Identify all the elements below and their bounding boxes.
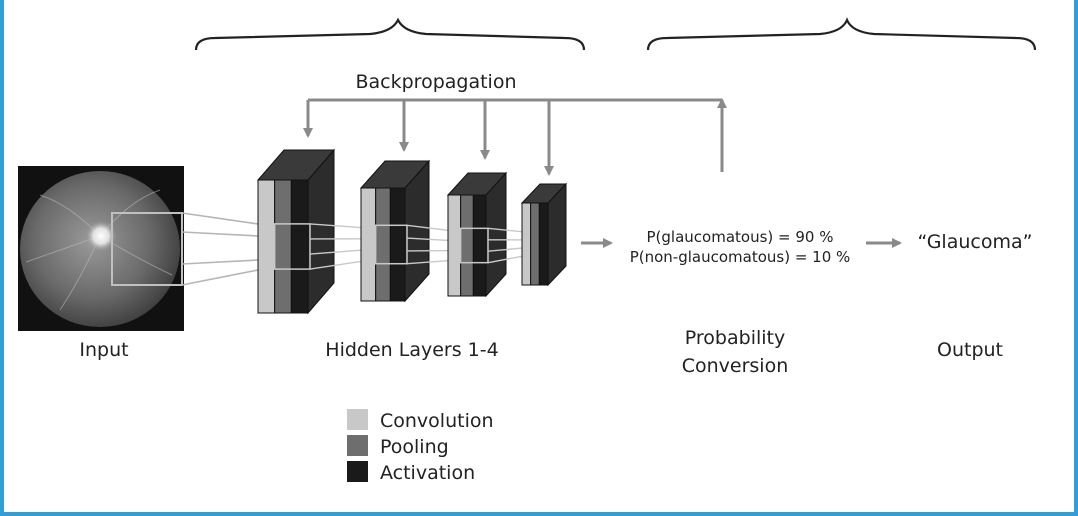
layer-activation-stripe — [389, 187, 406, 302]
prob-non-glaucomatous: P(non-glaucomatous) = 10 % — [630, 248, 851, 266]
layer-convolution-stripe — [521, 202, 532, 286]
legend-label-activation: Activation — [380, 462, 475, 484]
hidden-layer-4 — [520, 182, 568, 287]
label-probability-line2: Conversion — [682, 355, 789, 377]
legend-swatch-pooling — [347, 435, 368, 456]
layer-convolution-stripe — [257, 179, 276, 314]
layer-crop-box — [273, 223, 311, 270]
input-image — [18, 166, 184, 331]
projection-line — [487, 255, 523, 264]
layer-pooling-stripe — [530, 202, 540, 286]
label-probability-line1: Probability — [685, 327, 785, 349]
layer-activation-stripe — [538, 202, 549, 286]
hidden-layer-2 — [359, 159, 431, 303]
legend: Convolution Pooling Activation — [347, 409, 494, 484]
layer-pooling-stripe — [460, 194, 474, 297]
legend-swatch-convolution — [347, 409, 368, 430]
projection-lines-1 — [181, 212, 259, 286]
legend-label-convolution: Convolution — [380, 410, 494, 432]
projection-line — [309, 260, 362, 270]
layer-crop-box — [459, 227, 489, 264]
layer-convolution-stripe — [360, 187, 377, 302]
layer-crop-box — [374, 224, 408, 265]
layer-activation-stripe — [472, 194, 487, 297]
backprop-lines — [303, 98, 727, 176]
projection-line — [406, 224, 449, 232]
legend-label-pooling: Pooling — [380, 436, 449, 458]
layer-pooling-stripe — [274, 179, 292, 314]
projection-line — [309, 223, 362, 229]
brace-left — [194, 17, 586, 51]
projection-line — [406, 237, 449, 242]
label-hidden-layers: Hidden Layers 1-4 — [325, 339, 498, 361]
label-input: Input — [79, 339, 128, 361]
projection-line — [487, 247, 523, 252]
layer-convolution-stripe — [447, 194, 462, 297]
layer-activation-stripe — [290, 179, 309, 314]
layer-pooling-stripe — [375, 187, 391, 302]
hidden-layer-1 — [256, 148, 336, 315]
backprop-label: Backpropagation — [355, 71, 516, 93]
legend-swatch-activation — [347, 461, 368, 482]
input-crop-box — [111, 212, 183, 286]
output-value: “Glaucoma” — [918, 231, 1033, 253]
prob-glaucomatous: P(glaucomatous) = 90 % — [647, 228, 834, 246]
label-output: Output — [937, 339, 1003, 361]
brace-right — [646, 17, 1037, 51]
projection-line — [487, 227, 523, 233]
projection-line — [309, 249, 362, 255]
hidden-layer-3 — [446, 171, 508, 298]
projection-line — [406, 259, 449, 265]
